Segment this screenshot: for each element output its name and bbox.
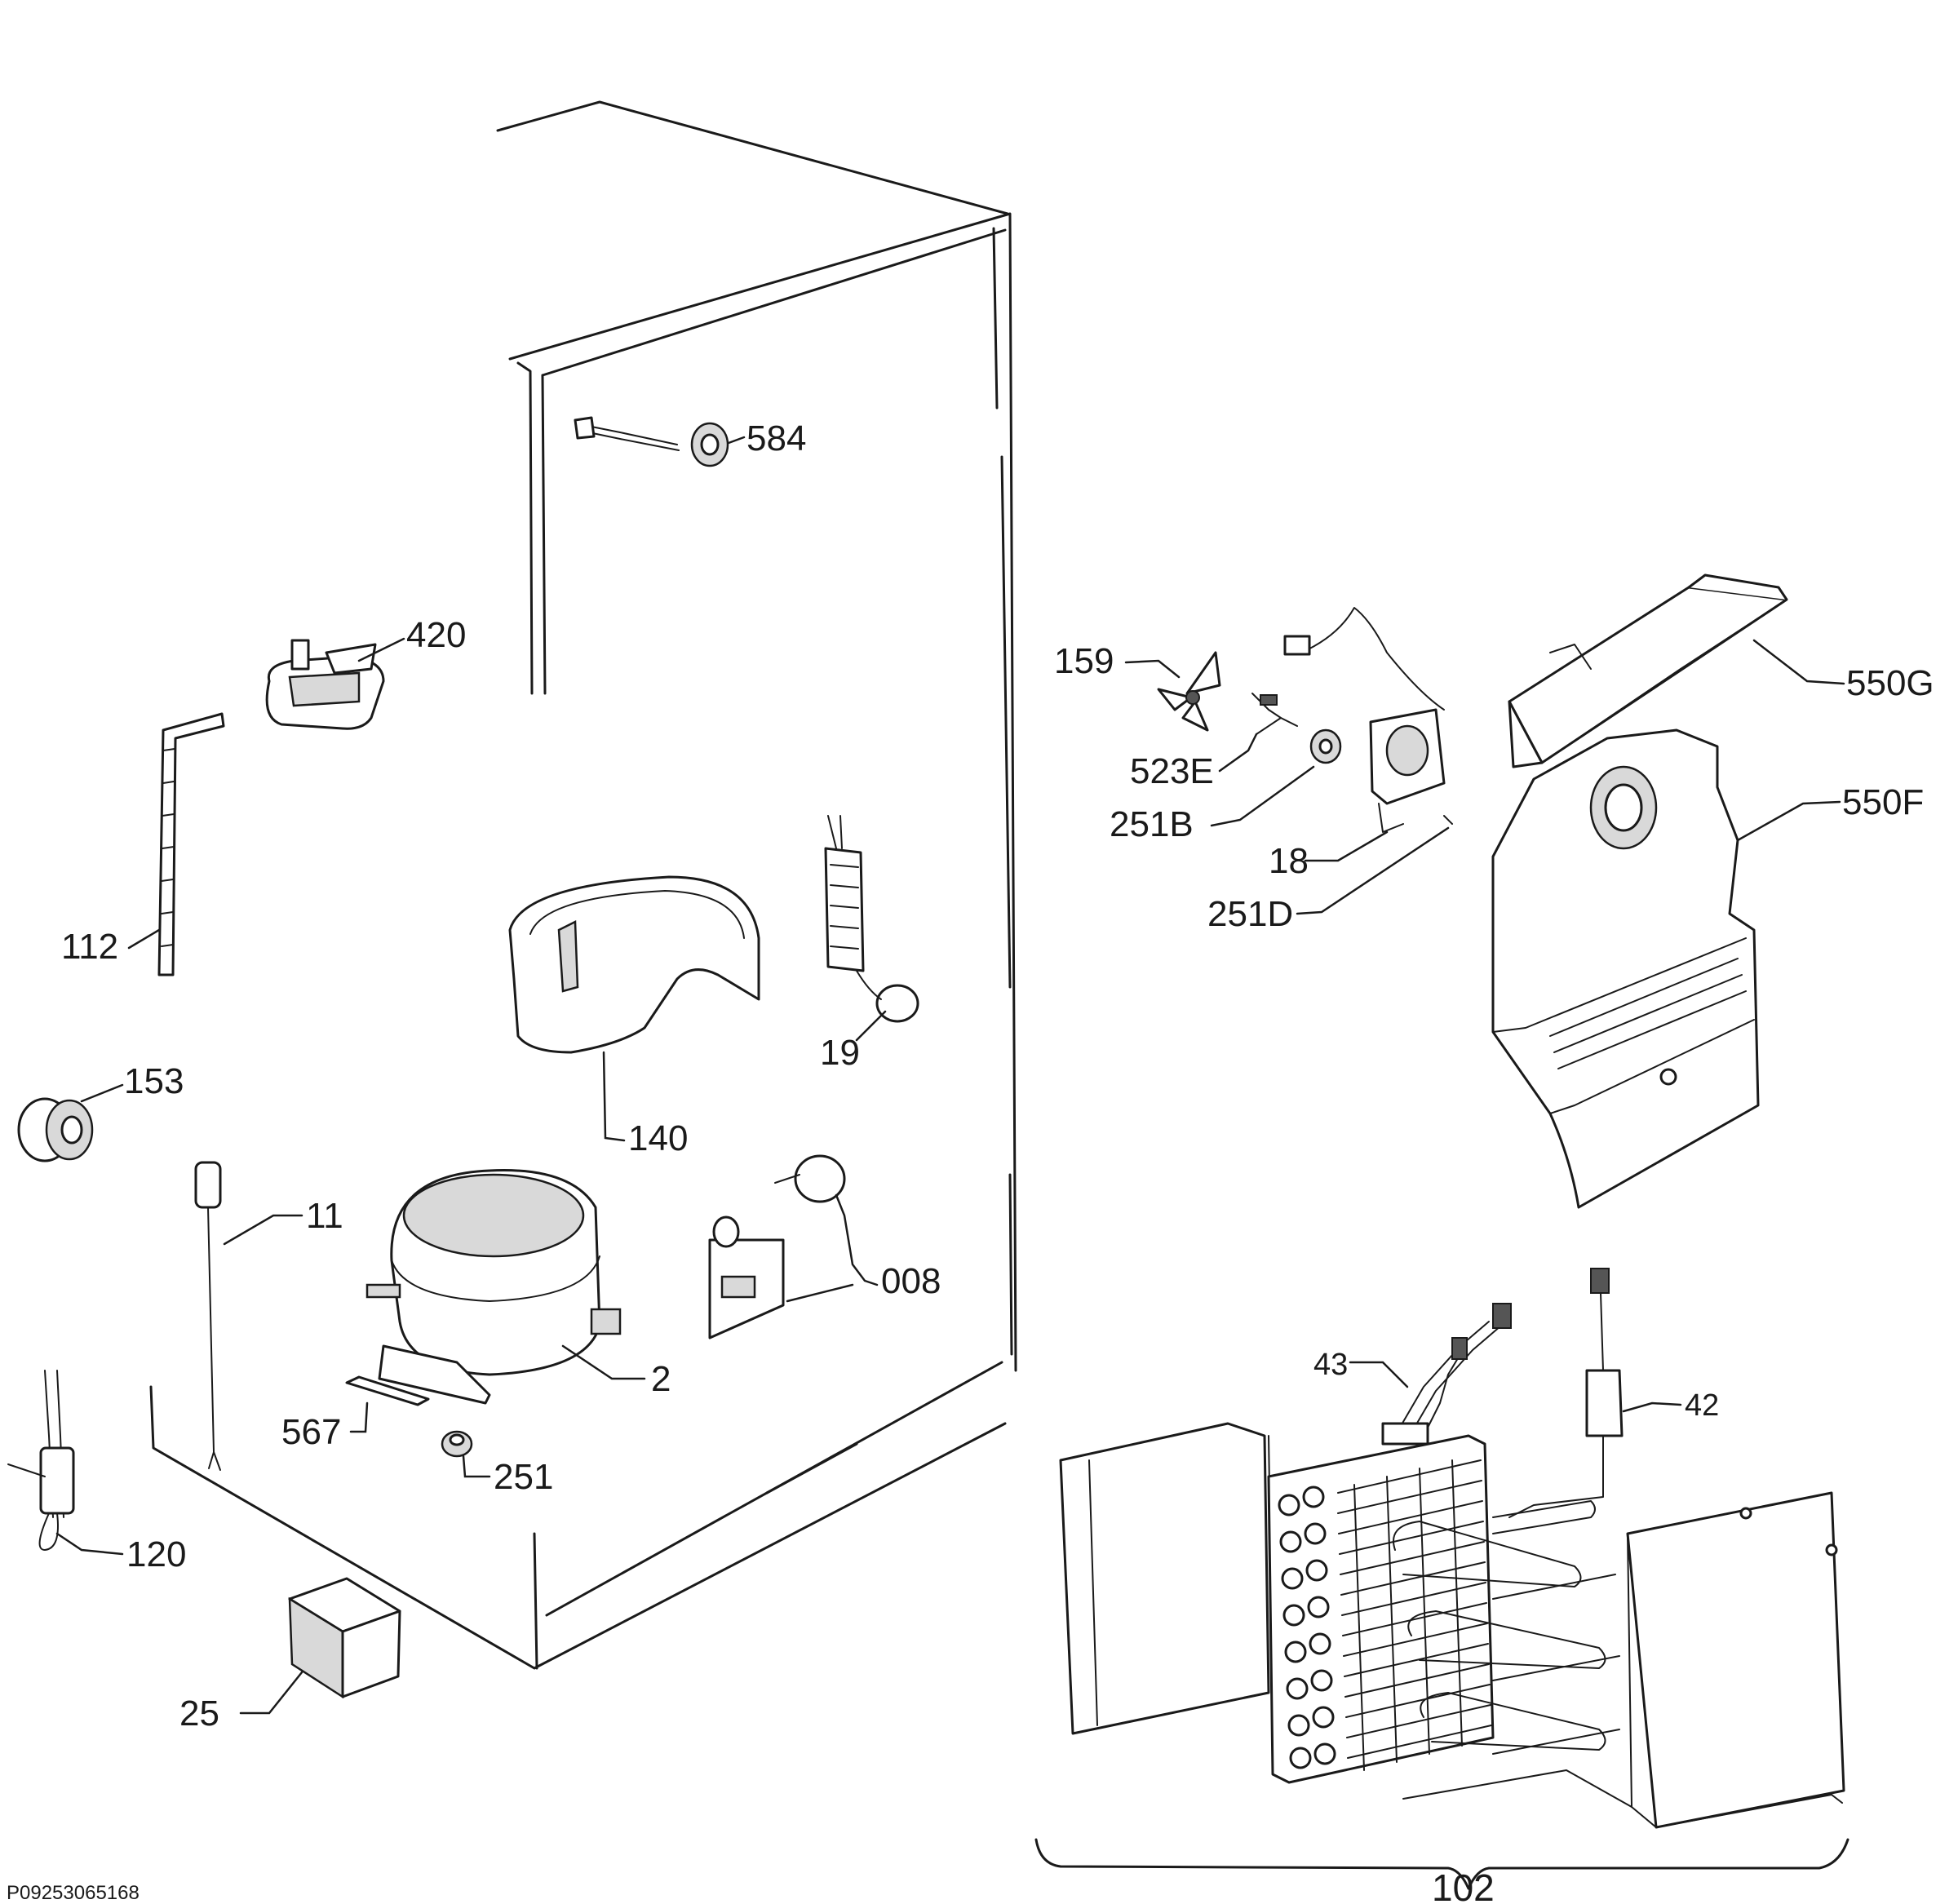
leader-159 — [1124, 659, 1181, 679]
label-140: 140 — [628, 1118, 688, 1158]
part-584-sensor[interactable] — [574, 416, 729, 467]
label-550G: 550G — [1846, 663, 1934, 703]
label-550F: 550F — [1842, 782, 1924, 822]
part-008-relay[interactable] — [708, 1154, 846, 1339]
leader-153 — [80, 1083, 124, 1103]
leader-008b — [786, 1283, 854, 1303]
label-19: 19 — [820, 1033, 860, 1073]
part-140-tray[interactable] — [508, 875, 760, 1054]
part-11-cable[interactable] — [194, 1161, 222, 1471]
part-2-compressor[interactable] — [365, 1169, 622, 1405]
label-567: 567 — [281, 1412, 341, 1452]
part-567-plate[interactable] — [345, 1375, 430, 1406]
leader-2 — [561, 1344, 646, 1380]
leader-567 — [349, 1401, 369, 1433]
label-120: 120 — [126, 1534, 186, 1574]
leader-19 — [855, 1010, 887, 1042]
leader-42 — [1622, 1401, 1682, 1413]
leader-120 — [55, 1532, 124, 1556]
part-251B-nut[interactable] — [1309, 728, 1342, 764]
label-251: 251 — [494, 1457, 553, 1497]
label-420: 420 — [406, 615, 466, 655]
part-251D-spring[interactable] — [1443, 815, 1453, 825]
coil-tube-ends — [1278, 1486, 1336, 1769]
label-251D: 251D — [1207, 894, 1293, 934]
leader-523E — [1218, 733, 1258, 773]
part-159-fan-blade[interactable] — [1157, 651, 1221, 732]
leader-25 — [239, 1671, 303, 1715]
label-251B: 251B — [1110, 804, 1194, 844]
leader-251D — [1296, 826, 1450, 915]
part-102-evaporator[interactable] — [1059, 1422, 1845, 1829]
part-420-bracket[interactable] — [265, 639, 385, 730]
part-19-defrost-heater[interactable] — [824, 815, 919, 1023]
label-43: 43 — [1313, 1348, 1348, 1382]
leader-008 — [835, 1193, 879, 1286]
leader-112 — [127, 928, 161, 950]
label-11: 11 — [306, 1196, 343, 1236]
leader-140 — [602, 1051, 626, 1142]
leader-43 — [1349, 1361, 1409, 1388]
part-550G-top-cover[interactable] — [1508, 573, 1788, 768]
leader-550G — [1752, 639, 1845, 685]
leader-420 — [357, 637, 405, 662]
leader-584 — [727, 436, 746, 445]
leader-251B — [1210, 765, 1315, 827]
label-112: 112 — [61, 927, 118, 967]
label-102: 102 — [1432, 1866, 1495, 1904]
leader-550F — [1736, 800, 1841, 842]
part-42-sensor[interactable] — [1508, 1268, 1624, 1518]
label-159: 159 — [1054, 641, 1114, 681]
leader-11 — [223, 1214, 303, 1246]
leader-251 — [462, 1455, 491, 1478]
label-25: 25 — [179, 1694, 219, 1734]
label-523E: 523E — [1130, 751, 1214, 791]
part-112-pipe[interactable] — [157, 712, 225, 976]
cabinet-outline — [149, 100, 1017, 1670]
part-251-grommet[interactable] — [441, 1430, 473, 1458]
label-153: 153 — [124, 1061, 184, 1101]
part-18-fan-motor[interactable] — [1283, 607, 1446, 833]
part-43-harness[interactable] — [1381, 1303, 1512, 1446]
leader-18 — [1304, 830, 1389, 862]
part-25-box[interactable] — [288, 1577, 401, 1699]
label-18: 18 — [1269, 841, 1309, 881]
part-550F-back-panel[interactable] — [1491, 728, 1760, 1209]
part-120-heater[interactable] — [7, 1370, 75, 1551]
brace-102 — [1034, 1838, 1849, 1890]
label-42: 42 — [1685, 1388, 1719, 1423]
drawing-reference: P09253065168 — [7, 1882, 140, 1904]
part-523E-connector[interactable] — [1251, 693, 1298, 735]
label-2: 2 — [651, 1359, 671, 1399]
label-008: 008 — [881, 1261, 941, 1301]
label-584: 584 — [746, 418, 806, 458]
part-153-knob[interactable] — [17, 1097, 94, 1162]
